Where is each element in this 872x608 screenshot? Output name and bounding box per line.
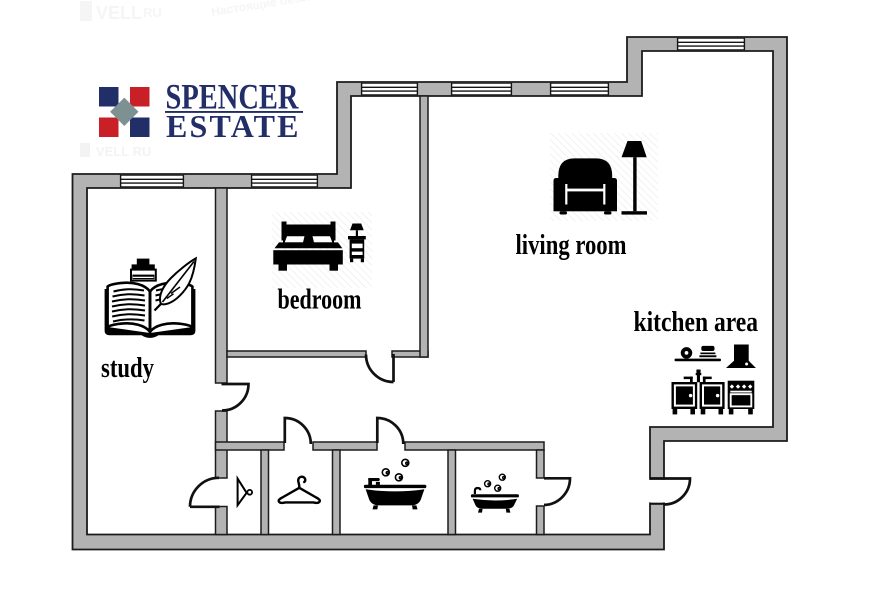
svg-text:VELL: VELL <box>96 3 142 23</box>
svg-text:VELL RU: VELL RU <box>96 144 151 159</box>
svg-text:SPENCER: SPENCER <box>166 77 300 117</box>
svg-text:RU: RU <box>143 5 162 20</box>
svg-text:living room: living room <box>516 230 627 261</box>
svg-text:ESTATE: ESTATE <box>166 108 299 144</box>
svg-text:study: study <box>101 353 154 384</box>
svg-text:bedroom: bedroom <box>278 285 362 316</box>
svg-text:Настоящие безопасные: Настоящие безопасные <box>210 0 352 19</box>
svg-text:kitchen area: kitchen area <box>634 307 759 338</box>
